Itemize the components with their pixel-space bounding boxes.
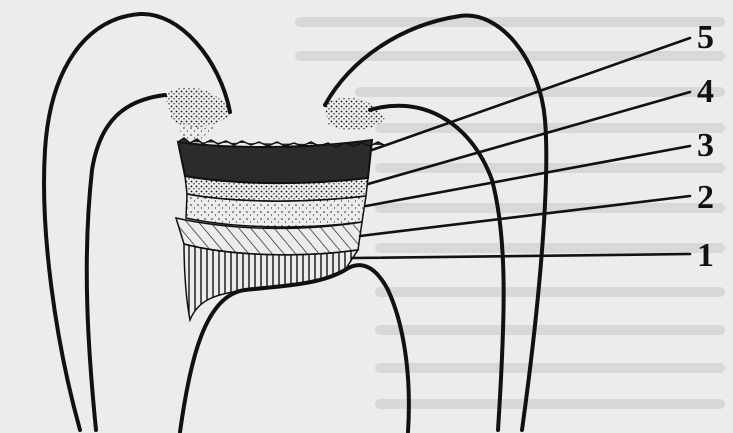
layer-5-dark-zone bbox=[176, 138, 374, 185]
leader-line-2 bbox=[358, 194, 692, 238]
leader-line-4 bbox=[366, 90, 692, 186]
leader-lines bbox=[350, 36, 692, 260]
leader-line-1 bbox=[350, 252, 692, 260]
enamel-edge-stipple bbox=[165, 87, 385, 140]
cavity-layers bbox=[174, 137, 385, 323]
callout-5: 5 bbox=[697, 19, 714, 56]
leader-line-3 bbox=[364, 144, 692, 208]
callout-3: 3 bbox=[697, 127, 714, 164]
callout-2: 2 bbox=[697, 179, 714, 216]
layer-1-vertical-hatch bbox=[183, 243, 360, 323]
tooth-outline bbox=[42, 11, 549, 433]
callout-1: 1 bbox=[697, 237, 714, 274]
callout-labels: 5 4 3 2 1 bbox=[697, 19, 714, 274]
leader-line-5 bbox=[370, 36, 692, 152]
callout-4: 4 bbox=[697, 73, 714, 110]
